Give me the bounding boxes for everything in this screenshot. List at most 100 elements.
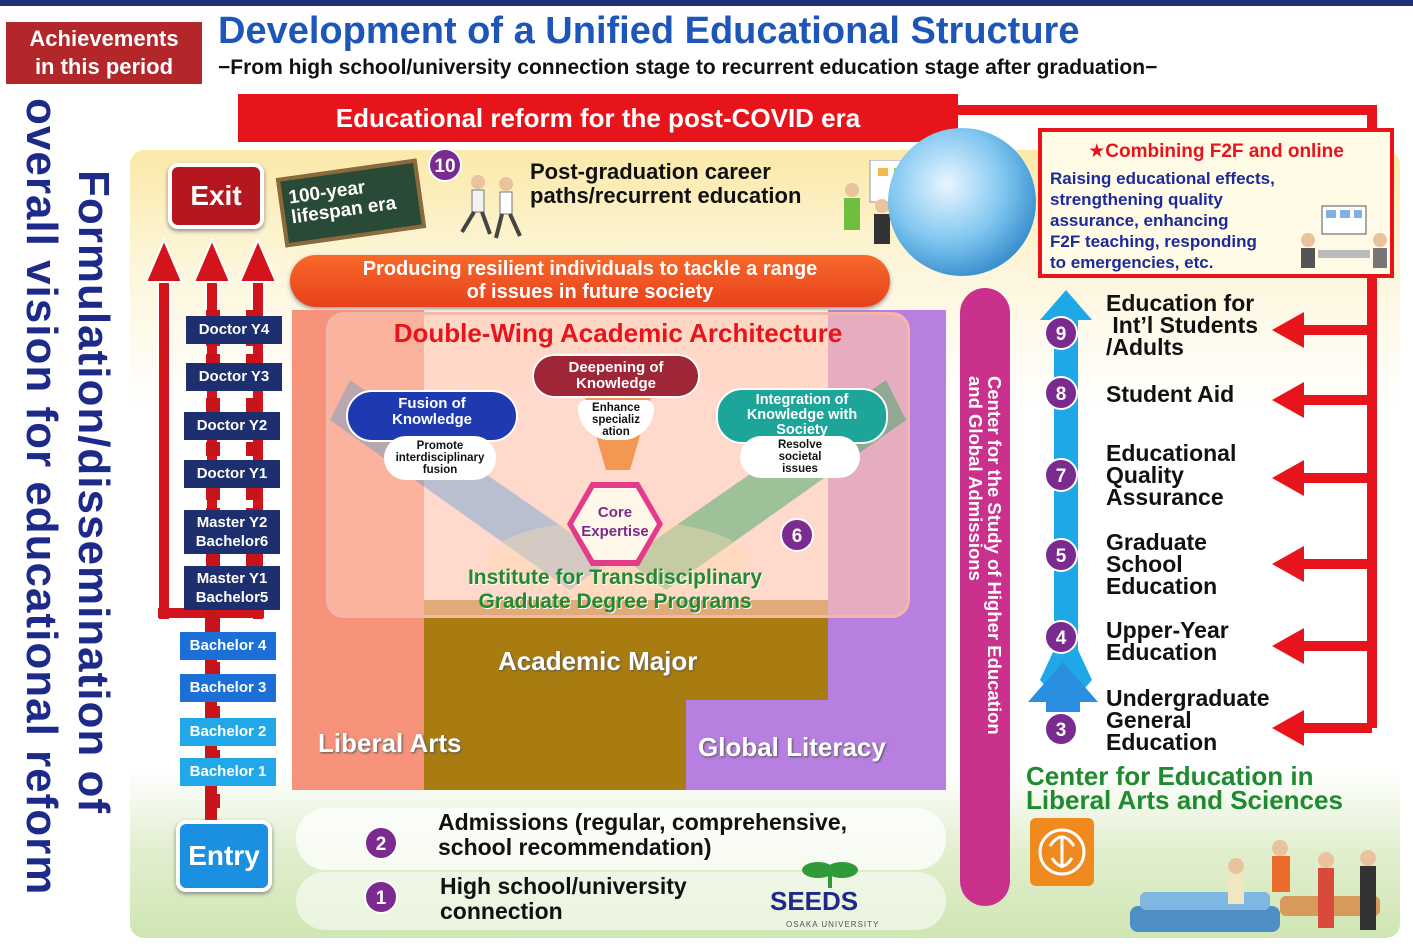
connection-band [296,872,946,930]
number-badge-9: 9 [1044,316,1078,350]
stage-doctor-y4: Doctor Y4 [186,316,282,344]
badge-line-2: in this period [34,54,174,79]
stage-bachelor-3: Bachelor 3 [180,674,276,702]
item-undergraduate-general: Undergraduate General Education [1106,685,1270,754]
core-line-2: Expertise [581,523,649,540]
item-8-line-1: Student Aid [1106,381,1235,407]
online-meeting-icon [1301,205,1387,268]
item-7-line-3: Assurance [1106,484,1224,510]
red-arrows [1272,312,1372,746]
item-student-aid: Student Aid [1106,381,1235,407]
combine-box: ★Combining F2F and online Raising educat… [1038,128,1394,278]
item-graduate-school: Graduate School Education [1106,529,1218,599]
stage-doctor-y3: Doctor Y3 [186,363,282,391]
fusion-of-knowledge: Fusion of Knowledge [346,390,518,442]
item-intl-students: Education for Int’l Students /Adults [1106,292,1259,360]
core-line-1: Core [597,504,633,521]
deepening-title-line-1: Deepening of [568,359,664,376]
item-7-line-2: Quality [1106,462,1184,488]
number-badge-10: 10 [428,148,462,182]
number-badge-3: 3 [1044,712,1078,746]
combine-heading: ★Combining F2F and online [1088,141,1344,162]
page-subtitle: −From high school/university connection … [218,56,1158,79]
item-7-line-1: Educational [1106,440,1237,466]
integration-title-line-2: Knowledge with [746,407,858,423]
exit-button: Exit [168,163,264,229]
integration-sub-line-1: Resolve [777,439,823,451]
item-4-line-2: Education [1106,639,1218,665]
stage-doctor-y2: Doctor Y2 [184,412,280,440]
core-expertise: Core Expertise [573,488,657,560]
fusion-sub-line-1: Promote [416,440,464,452]
combine-line-3: assurance, enhancing [1050,211,1229,230]
combine-line-4: F2F teaching, responding [1050,232,1257,251]
integration-sub: Resolve societal issues [740,436,860,478]
number-badge-4: 4 [1044,620,1078,654]
career-line-1: Post-graduation career [530,159,771,184]
vertical-title: Formulation/dissemination of overall vis… [17,98,120,938]
item-quality-assurance: Educational Quality Assurance [1106,440,1237,510]
double-wing-title: Double-Wing Academic Architecture [393,318,843,348]
stage-master-y1-line-1: Master Y1 [196,570,268,587]
resilient-line-1: Producing resilient individuals to tackl… [362,258,818,280]
admissions-band [296,808,946,870]
stage-master-y1: Master Y1 Bachelor5 [184,566,280,610]
fusion-sub-line-3: fusion [422,464,458,476]
liberal-arts-label: Liberal Arts [318,728,462,758]
fusion-sub: Promote interdisciplinary fusion [384,436,496,480]
global-literacy-label: Global Literacy [698,732,886,762]
item-9-line-2: Int’l Students [1106,312,1259,338]
combine-line-5: to emergencies, etc. [1050,253,1214,272]
stage-master-y2: Master Y2 Bachelor6 [184,510,280,554]
number-badge-1: 1 [364,880,398,914]
item-5-line-1: Graduate [1106,529,1207,555]
students-illustration [1130,840,1380,932]
item-5-line-3: Education [1106,573,1218,599]
item-5-line-2: School [1106,551,1183,577]
seeds-subtitle: OSAKA UNIVERSITY [786,920,880,929]
item-3-line-1: Undergraduate [1106,685,1270,711]
vertical-title-line-2: overall vision for educational reform [17,98,66,896]
ladder-rail-right [246,310,260,600]
deepening-sub-line-3: ation [602,426,630,438]
connection-text: High school/university connection [440,874,687,924]
center-logo-icon [1030,818,1094,886]
number-badge-5: 5 [1044,538,1078,572]
bottom-up-arrow-icon [1028,662,1098,712]
top-rule [0,0,1413,6]
runners-illustration [460,175,522,239]
number-badge-8: 8 [1044,376,1078,410]
integration-sub-line-3: issues [782,463,818,475]
combine-line-1: Raising educational effects, [1050,169,1275,188]
deepening-sub-line-2: specializ [592,414,640,426]
global-literacy-base [686,700,946,790]
stage-master-y2-line-2: Bachelor6 [195,533,269,550]
center-education-line-2: Liberal Arts and Sciences [1026,785,1343,815]
logo-mark-icon [1038,828,1086,876]
item-upper-year: Upper-Year Education [1106,619,1229,665]
resilient-banner: Producing resilient individuals to tackl… [290,255,890,307]
fusion-sub-line-2: interdisciplinary [395,452,485,464]
stage-ladder: Doctor Y4 Doctor Y3 Doctor Y2 Doctor Y1 … [178,310,282,810]
integration-title-line-1: Integration of [755,392,849,408]
integration-of-knowledge: Integration of Knowledge with Society [716,388,888,444]
progress-arrow [1040,290,1092,710]
career-text: Post-graduation career paths/recurrent e… [530,160,860,208]
badge-line-1: Achievements [29,26,179,51]
number-badge-6: 6 [780,518,814,552]
admissions-line-2: school recommendation) [438,834,712,860]
seeds-logo: SEEDS [770,886,859,916]
center-higher-education: Center for the Study of Higher Education… [960,288,1010,906]
fusion-title-line-2: Knowledge [391,411,472,428]
center-education-label: Center for Education in Liberal Arts and… [1026,763,1343,815]
combine-line-2: strengthening quality [1050,190,1223,209]
seeds-leaf-icon [802,862,858,888]
connection-line-1: High school/university [440,873,687,899]
institute-label: Institute for Transdisciplinary Graduate… [400,566,830,614]
globe-icon [888,128,1036,276]
academic-major-label: Academic Major [498,646,698,676]
achievements-badge: Achievements in this period [6,22,202,84]
item-9-line-3: /Adults [1106,334,1184,360]
institute-line-2: Graduate Degree Programs [478,590,752,613]
deepening-sub-line-1: Enhance [592,402,640,414]
